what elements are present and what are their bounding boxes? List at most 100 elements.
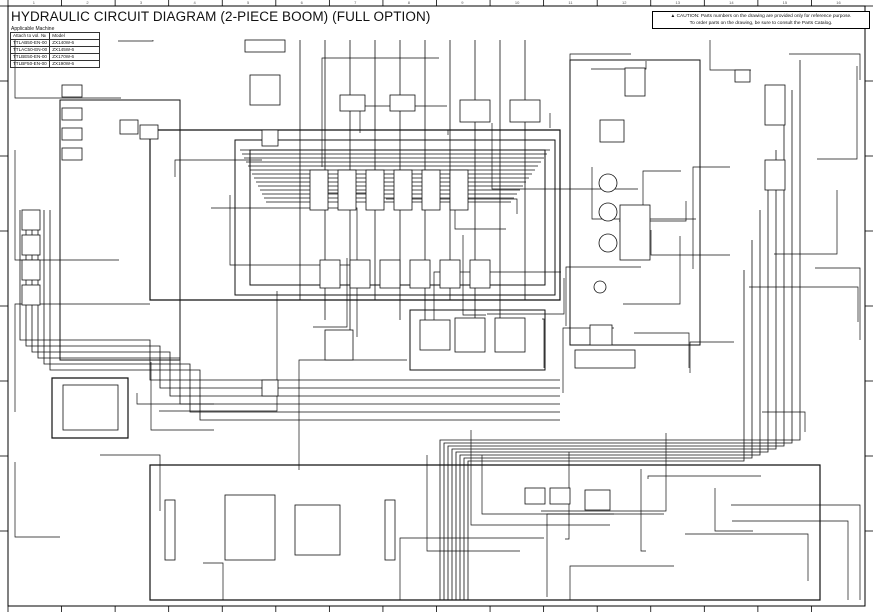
hydraulic-line bbox=[150, 362, 214, 431]
hydraulic-line bbox=[31, 210, 560, 397]
pilot-valve bbox=[61, 84, 83, 98]
control-valve-spool bbox=[365, 169, 385, 211]
control-valve-spool bbox=[309, 169, 329, 211]
diagram-title: HYDRAULIC CIRCUIT DIAGRAM (2-PIECE BOOM)… bbox=[11, 9, 431, 24]
hydraulic-line bbox=[569, 53, 631, 65]
pilot-valve bbox=[61, 107, 83, 121]
hydraulic-line bbox=[685, 533, 809, 581]
hydraulic-line bbox=[43, 210, 560, 413]
brake-valve bbox=[21, 284, 41, 306]
steering-unit bbox=[62, 384, 119, 431]
column-number: 4 bbox=[193, 0, 196, 5]
hydraulic-line bbox=[689, 341, 734, 373]
hydraulic-line bbox=[470, 430, 610, 526]
control-valve-spool bbox=[349, 259, 371, 289]
control-valve-spool bbox=[379, 259, 401, 289]
hydraulic-line bbox=[491, 123, 638, 190]
header-cell: Attach to vol. № bbox=[9, 32, 51, 40]
hydraulic-line bbox=[546, 513, 664, 597]
hydraulic-line bbox=[399, 537, 544, 600]
model-cell: ZX170W-6 bbox=[49, 53, 101, 61]
hydraulic-line bbox=[487, 278, 565, 315]
hydraulic-line bbox=[774, 190, 838, 255]
pilot-valve bbox=[61, 147, 83, 161]
control-valve-spool bbox=[409, 259, 431, 289]
hydraulic-line bbox=[174, 159, 262, 177]
valve-block bbox=[419, 319, 451, 351]
column-number: 12 bbox=[621, 0, 627, 5]
valve-block bbox=[249, 74, 281, 106]
filter-symbol bbox=[589, 324, 613, 346]
brake-valve bbox=[21, 209, 41, 231]
pump-symbol bbox=[598, 173, 618, 193]
control-valve-spool bbox=[337, 169, 357, 211]
caution-line-1: CAUTION: Parts numbers on the drawing ar… bbox=[676, 14, 852, 19]
hydraulic-line bbox=[25, 210, 560, 389]
valve-block bbox=[459, 99, 491, 123]
hydraulic-line bbox=[159, 291, 278, 412]
valve-block bbox=[764, 159, 786, 191]
hydraulic-line bbox=[451, 150, 777, 600]
valve-block bbox=[509, 99, 541, 123]
column-number: 5 bbox=[247, 0, 250, 5]
hydraulic-line bbox=[647, 475, 761, 479]
hydraulic-line bbox=[709, 40, 751, 71]
column-number: 6 bbox=[300, 0, 303, 5]
filter-symbol bbox=[261, 379, 279, 397]
column-number: 9 bbox=[461, 0, 464, 5]
hydraulic-line bbox=[565, 452, 570, 540]
hydraulic-line bbox=[443, 90, 793, 600]
hydraulic-line bbox=[14, 150, 119, 261]
column-number: 13 bbox=[675, 0, 680, 5]
control-valve-spool bbox=[393, 169, 413, 211]
hydraulic-line bbox=[815, 267, 861, 340]
pump-regulator bbox=[619, 204, 651, 261]
hydraulic-line bbox=[634, 332, 690, 368]
column-number: 15 bbox=[782, 0, 788, 5]
valve-block bbox=[764, 84, 786, 126]
hydraulic-line bbox=[749, 286, 859, 322]
hydraulic-line bbox=[118, 40, 154, 42]
column-number: 16 bbox=[836, 0, 841, 5]
header-cell: Model bbox=[49, 32, 101, 40]
pump-symbol bbox=[598, 202, 618, 222]
vol-cell: TTLBF50-EN-00 bbox=[9, 60, 51, 68]
hydraulic-line bbox=[447, 120, 785, 600]
cylinder bbox=[339, 94, 366, 112]
hydraulic-line bbox=[426, 455, 520, 552]
column-number: 8 bbox=[407, 0, 410, 5]
column-number: 2 bbox=[86, 0, 89, 5]
hydraulic-line bbox=[37, 210, 560, 405]
drawing-border bbox=[7, 5, 866, 607]
brake-valve bbox=[21, 259, 41, 281]
column-number: 7 bbox=[354, 0, 357, 5]
column-number: 3 bbox=[139, 0, 143, 5]
control-valve-spool bbox=[421, 169, 441, 211]
motor-symbol bbox=[593, 280, 607, 294]
axle-valve bbox=[294, 504, 341, 556]
hydraulic-line bbox=[439, 60, 801, 600]
valve-block bbox=[584, 489, 611, 511]
valve-block bbox=[119, 119, 139, 135]
hydraulic-line bbox=[591, 61, 647, 70]
hydraulic-line bbox=[459, 210, 761, 600]
hydraulic-line bbox=[14, 303, 150, 412]
tank-symbol bbox=[599, 119, 625, 143]
hydraulic-line bbox=[569, 59, 701, 346]
valve-block bbox=[139, 124, 159, 140]
vol-cell: TTLAC50-EN-00 bbox=[9, 46, 51, 54]
valve-block bbox=[524, 487, 546, 505]
model-cell: ZX190W-6 bbox=[49, 60, 101, 68]
hydraulic-line bbox=[229, 195, 362, 266]
hydraulic-line bbox=[623, 236, 681, 305]
hydraulic-line bbox=[591, 167, 696, 220]
control-valve-spool bbox=[449, 169, 469, 211]
hydraulic-line bbox=[565, 266, 641, 326]
hydraulic-line bbox=[455, 180, 769, 600]
pilot-valve bbox=[61, 127, 83, 141]
hydraulic-line bbox=[692, 166, 730, 269]
